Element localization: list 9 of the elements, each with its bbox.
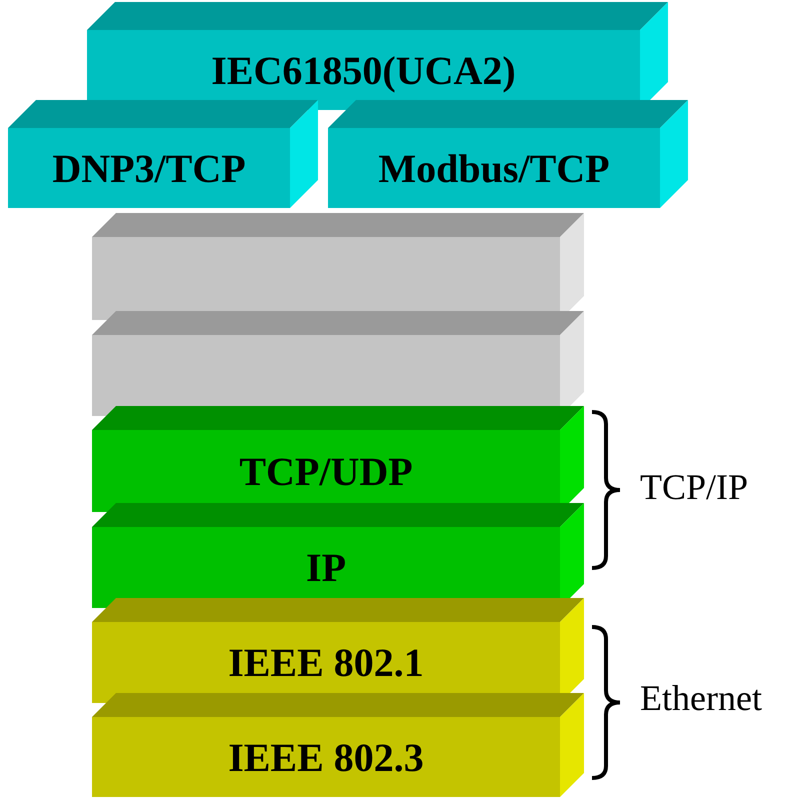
layer-name: DNP3/TCP: [52, 144, 246, 192]
layer-name: IEEE 802.3: [228, 734, 424, 780]
layer-name: IEEE 802.1: [228, 639, 424, 686]
layer-name: IP: [306, 544, 346, 591]
layer-name: Modbus/TCP: [378, 144, 610, 192]
layer-name: TCP/UDP: [239, 448, 413, 494]
layer-name: IEC61850(UCA2): [211, 46, 516, 94]
group-label: Ethernet: [640, 677, 762, 719]
group-label: TCP/IP: [640, 466, 748, 508]
